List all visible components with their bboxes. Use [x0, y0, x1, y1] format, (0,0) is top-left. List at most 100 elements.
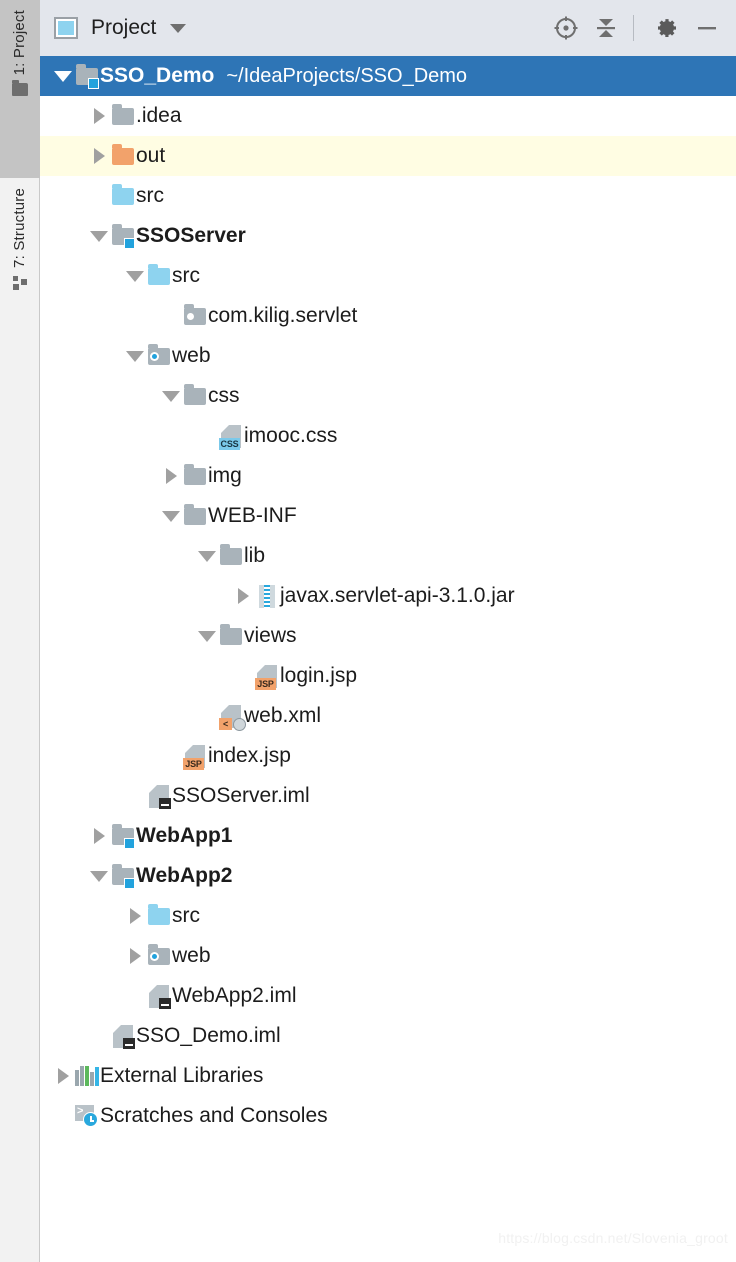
tree-row-icon [182, 376, 208, 416]
tree-row[interactable]: External Libraries [40, 1056, 736, 1096]
tree-row[interactable]: web [40, 336, 736, 376]
tree-row-label: lib [244, 544, 266, 567]
chevron-right-icon[interactable] [160, 456, 182, 496]
tree-row[interactable]: views [40, 616, 736, 656]
jsp-file-icon: JSP [255, 664, 277, 690]
tree-row-label: css [208, 384, 240, 407]
tree-row-icon [182, 456, 208, 496]
chevron-down-icon[interactable] [88, 216, 110, 256]
tree-row-icon [110, 216, 136, 256]
iml-file-icon [149, 984, 171, 1009]
tree-row-label: out [136, 144, 166, 167]
scratches-icon: > [75, 1105, 99, 1127]
twisty-spacer [196, 416, 218, 456]
tree-row-label: com.kilig.servlet [208, 304, 358, 327]
tree-row-icon [146, 336, 172, 376]
tree-row-icon: JSP [182, 736, 208, 776]
tree-row[interactable]: WebApp2 [40, 856, 736, 896]
tree-row-icon [146, 256, 172, 296]
tree-row[interactable]: css [40, 376, 736, 416]
gear-icon[interactable] [650, 11, 684, 45]
tree-row[interactable]: SSO_Demo~/IdeaProjects/SSO_Demo [40, 56, 736, 96]
tree-row-label: web.xml [244, 704, 322, 727]
folder-blue-icon [148, 903, 170, 925]
tree-row[interactable]: out [40, 136, 736, 176]
chevron-right-icon[interactable] [88, 136, 110, 176]
tree-row-label: src [172, 904, 200, 927]
tree-row-label: .idea [136, 104, 182, 127]
tree-row-icon [182, 496, 208, 536]
tree-row-icon [218, 536, 244, 576]
chevron-down-icon[interactable] [170, 23, 187, 33]
tree-row[interactable]: javax.servlet-api-3.1.0.jar [40, 576, 736, 616]
tree-row-label: imooc.css [244, 424, 338, 447]
tree-row-icon: > [74, 1096, 100, 1136]
twisty-spacer [124, 976, 146, 1016]
tree-row-label: views [244, 624, 297, 647]
tree-row-label: SSO_Demo [100, 64, 215, 87]
folder-icon [12, 80, 28, 97]
tree-row-label: SSOServer [136, 224, 246, 247]
chevron-right-icon[interactable] [124, 896, 146, 936]
twisty-spacer [232, 656, 254, 696]
tree-row-icon [110, 1016, 136, 1056]
tree-row-label: WebApp1 [136, 824, 233, 847]
jsp-file-icon: JSP [183, 744, 205, 770]
chevron-right-icon[interactable] [88, 816, 110, 856]
folder-blue-icon [112, 183, 134, 205]
page-title: Project [91, 16, 157, 39]
chevron-down-icon[interactable] [124, 336, 146, 376]
locate-icon[interactable] [549, 11, 583, 45]
sidebar-tab-project[interactable]: 1: Project [0, 0, 40, 178]
chevron-down-icon[interactable] [196, 536, 218, 576]
tree-row-icon [146, 936, 172, 976]
tree-row-icon [146, 896, 172, 936]
collapse-all-icon[interactable] [589, 11, 623, 45]
tree-row-icon [110, 176, 136, 216]
chevron-down-icon[interactable] [196, 616, 218, 656]
chevron-right-icon[interactable] [232, 576, 254, 616]
chevron-down-icon[interactable] [160, 376, 182, 416]
minimize-icon[interactable] [690, 11, 724, 45]
chevron-down-icon[interactable] [88, 856, 110, 896]
tree-row[interactable]: SSOServer [40, 216, 736, 256]
twisty-spacer [160, 736, 182, 776]
tree-row[interactable]: src [40, 176, 736, 216]
sidebar-tab-structure[interactable]: 7: Structure [0, 178, 40, 368]
css-file-icon: CSS [219, 424, 241, 450]
tree-row-icon [254, 576, 280, 616]
module-folder-icon [112, 823, 135, 849]
tree-row[interactable]: <web.xml [40, 696, 736, 736]
chevron-right-icon[interactable] [124, 936, 146, 976]
chevron-down-icon[interactable] [160, 496, 182, 536]
tree-row[interactable]: src [40, 896, 736, 936]
tree-row[interactable]: .idea [40, 96, 736, 136]
tree-row-label: index.jsp [208, 744, 291, 767]
tree-row[interactable]: com.kilig.servlet [40, 296, 736, 336]
tree-row[interactable]: WEB-INF [40, 496, 736, 536]
project-panel: Project [40, 0, 736, 1262]
tree-row[interactable]: lib [40, 536, 736, 576]
project-tree[interactable]: SSO_Demo~/IdeaProjects/SSO_Demo .idea out s… [40, 56, 736, 1136]
tree-row[interactable]: WebApp1 [40, 816, 736, 856]
iml-file-icon [113, 1024, 135, 1049]
tree-row[interactable]: SSOServer.iml [40, 776, 736, 816]
chevron-right-icon[interactable] [52, 1056, 74, 1096]
chevron-right-icon[interactable] [88, 96, 110, 136]
folder-gray-icon [112, 103, 134, 125]
tree-row[interactable]: img [40, 456, 736, 496]
tree-row[interactable]: >Scratches and Consoles [40, 1096, 736, 1136]
chevron-down-icon[interactable] [124, 256, 146, 296]
chevron-down-icon[interactable] [52, 56, 74, 96]
tree-row[interactable]: SSO_Demo.iml [40, 1016, 736, 1056]
tree-row-icon [110, 856, 136, 896]
tree-row[interactable]: web [40, 936, 736, 976]
tree-row[interactable]: WebApp2.iml [40, 976, 736, 1016]
tree-row[interactable]: src [40, 256, 736, 296]
tree-row-icon [146, 976, 172, 1016]
structure-icon [12, 275, 28, 291]
